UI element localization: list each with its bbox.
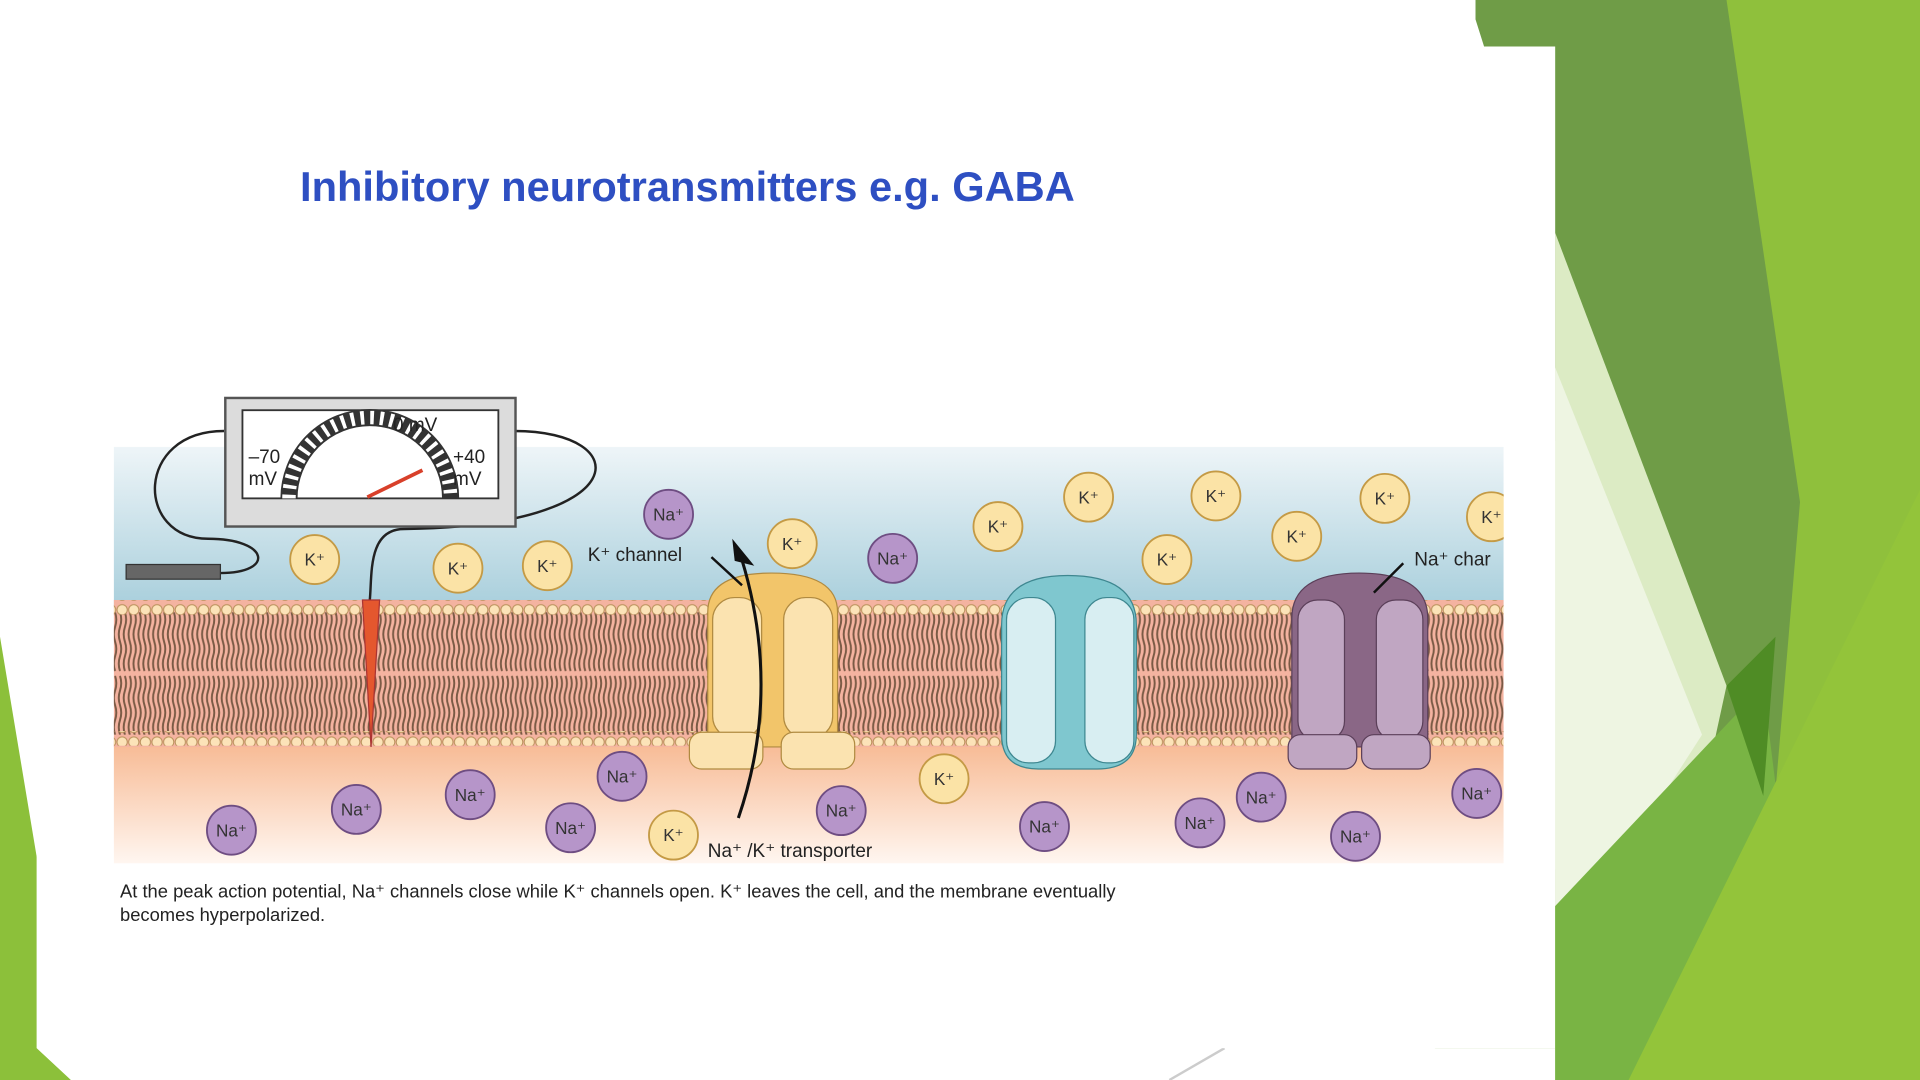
ion-circle [972, 501, 1024, 552]
ion-circle [330, 783, 382, 835]
slide-title: Inhibitory neurotransmitters e.g. GABA [300, 163, 1075, 210]
ion-label: Na⁺ [607, 766, 638, 786]
ion-circle [521, 540, 573, 592]
ion-circle [1330, 810, 1381, 862]
ion-label: Na⁺ [1340, 826, 1371, 846]
sodium-ion: Na⁺ [815, 785, 867, 837]
ions: K⁺ K⁺ K⁺ K⁺ K⁺ K⁺ K⁺ K⁺ K⁺ K⁺ K⁺ Na⁺ Na⁺ Na⁺ Na⁺ Na⁺ Na⁺… [206, 470, 1517, 862]
sodium-ion: Na⁺ [444, 769, 496, 821]
ion-circle [1174, 797, 1226, 849]
ion-label: Na⁺ [1029, 817, 1060, 837]
ion-flow-arrow [736, 548, 763, 819]
meter-needle [366, 468, 424, 499]
ion-label: K⁺ [1481, 507, 1501, 527]
caption-line-1: At the peak action potential, Na⁺ channe… [120, 881, 1116, 902]
ion-label: Na⁺ [653, 504, 684, 524]
sodium-ion: Na⁺ [596, 750, 648, 802]
potassium-ion: K⁺ [432, 542, 484, 594]
ion-circle [206, 804, 257, 856]
na-channel-label: Na⁺ char [1414, 550, 1490, 571]
ion-label: K⁺ [782, 534, 802, 554]
ion-circle [1451, 768, 1503, 819]
k-channel-label: K⁺ channel [588, 545, 682, 566]
potassium-ion: K⁺ [972, 501, 1024, 552]
ion-label: K⁺ [537, 556, 557, 576]
sodium-ion: Na⁺ [1235, 771, 1287, 823]
ion-circle [545, 802, 597, 854]
potassium-ion: K⁺ [918, 753, 970, 805]
sodium-ion: Na⁺ [330, 783, 382, 835]
ion-circle [867, 532, 919, 584]
caption-line-2: becomes hyperpolarized. [120, 904, 325, 925]
ion-label: Na⁺ [877, 548, 908, 568]
meter-max-unit: mV [453, 469, 482, 490]
potassium-ion: K⁺ [1190, 470, 1242, 522]
ion-circle [648, 809, 699, 861]
potassium-ion: K⁺ [289, 534, 341, 585]
potassium-ion: K⁺ [521, 540, 573, 592]
ion-label: K⁺ [304, 550, 324, 570]
ion-circle [596, 750, 648, 802]
meter-max-value: +40 [453, 447, 485, 468]
potassium-ion: K⁺ [1271, 510, 1323, 562]
ion-label: Na⁺ [826, 801, 857, 821]
sodium-ion: Na⁺ [643, 488, 694, 540]
arrow-head-icon [732, 538, 755, 566]
ion-label: K⁺ [934, 769, 954, 789]
sodium-ion: Na⁺ [206, 804, 257, 856]
potassium-ion: K⁺ [1359, 472, 1411, 524]
membrane-diagram: 0 mV –70 mV +40 mV K⁺K⁺K⁺K⁺K⁺K⁺K⁺K⁺K⁺K⁺K… [113, 396, 1556, 870]
na-channel-protein [1287, 572, 1431, 770]
transporter-label: Na⁺ /K⁺ transporter [708, 841, 872, 862]
ion-label: K⁺ [1206, 486, 1226, 506]
ion-label: Na⁺ [216, 820, 247, 840]
ion-label: K⁺ [448, 558, 468, 578]
ion-label: Na⁺ [455, 785, 486, 805]
ion-label: Na⁺ [1461, 784, 1492, 804]
ion-circle [1141, 534, 1193, 585]
ion-circle [1359, 472, 1411, 524]
ion-label: Na⁺ [1185, 813, 1216, 833]
meter-min-value: –70 [249, 447, 281, 468]
sodium-ion: Na⁺ [1174, 797, 1226, 849]
potassium-ion: K⁺ [1063, 471, 1114, 523]
ion-circle [815, 785, 867, 837]
sodium-ion: Na⁺ [1451, 768, 1503, 819]
electrode [361, 599, 381, 747]
ion-label: K⁺ [1287, 526, 1307, 546]
k-channel-protein [688, 572, 856, 770]
ion-label: K⁺ [1157, 550, 1177, 570]
ion-circle [432, 542, 484, 594]
potassium-ion: K⁺ [1141, 534, 1193, 585]
ion-label: K⁺ [1375, 488, 1395, 508]
ion-circle [1271, 510, 1323, 562]
ion-label: Na⁺ [555, 818, 586, 838]
ion-label: K⁺ [1078, 487, 1098, 507]
ion-circle [1190, 470, 1242, 522]
ion-circle [766, 518, 818, 570]
ion-label: Na⁺ [341, 800, 372, 820]
ion-label: Na⁺ [1246, 787, 1277, 807]
transporter-protein [1001, 574, 1137, 770]
ion-label: K⁺ [663, 825, 683, 845]
ion-circle [1235, 771, 1287, 823]
ion-circle [444, 769, 496, 821]
ion-circle [918, 753, 970, 805]
meter-probe-handle [125, 563, 222, 580]
meter-zero-label: 0 mV [393, 415, 438, 436]
sodium-ion: Na⁺ [867, 532, 919, 584]
ion-circle [1063, 471, 1114, 523]
voltmeter: 0 mV –70 mV +40 mV [125, 396, 597, 747]
potassium-ion: K⁺ [648, 809, 699, 861]
ion-circle [1019, 801, 1070, 852]
meter-min-unit: mV [249, 469, 278, 490]
ion-circle [289, 534, 341, 585]
sodium-ion: Na⁺ [1019, 801, 1070, 852]
ion-label: K⁺ [988, 517, 1008, 537]
ion-circle [643, 488, 694, 540]
sodium-ion: Na⁺ [1330, 810, 1381, 862]
sodium-ion: Na⁺ [545, 802, 597, 854]
potassium-ion: K⁺ [766, 518, 818, 570]
